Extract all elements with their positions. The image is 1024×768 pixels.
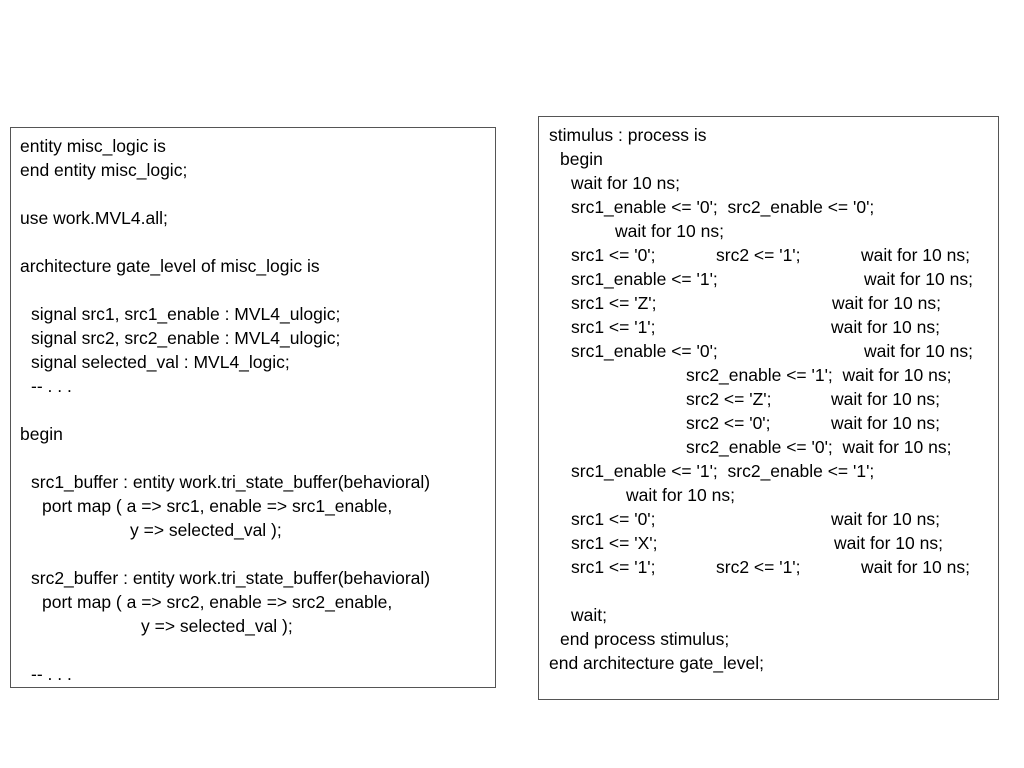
code-line: wait for 10 ns; xyxy=(615,221,724,241)
code-line: src2_buffer : entity work.tri_state_buff… xyxy=(31,568,431,588)
code-line: src1 <= 'Z'; xyxy=(571,293,657,313)
code-line: wait for 10 ns; xyxy=(831,413,940,433)
code-line: port map ( a => src2, enable => src2_ena… xyxy=(42,592,393,612)
code-line: src1 <= 'X'; xyxy=(571,533,658,553)
code-line: use work.MVL4.all; xyxy=(20,208,168,228)
code-line: end process stimulus; xyxy=(560,629,730,649)
code-line: stimulus : process is xyxy=(549,125,707,145)
code-line: src1_enable <= '1'; src2_enable <= '1'; xyxy=(571,461,875,481)
code-line: wait for 10 ns; xyxy=(834,533,943,553)
entity-architecture-code-box: entity misc_logic is end entity misc_log… xyxy=(10,127,496,688)
code-line: y => selected_val ); xyxy=(141,616,293,636)
code-line: src1_enable <= '0'; xyxy=(571,341,718,361)
code-line: signal src1, src1_enable : MVL4_ulogic; xyxy=(31,304,341,324)
code-line: begin xyxy=(20,424,63,444)
code-line: src2 <= '0'; xyxy=(686,413,771,433)
code-line: end entity misc_logic; xyxy=(20,160,188,180)
code-line: -- . . . xyxy=(31,376,72,396)
code-line: src2 <= 'Z'; xyxy=(686,389,772,409)
code-line: src2 <= '1'; xyxy=(716,557,801,577)
code-line: src2_enable <= '0'; wait for 10 ns; xyxy=(686,437,952,457)
code-line: entity misc_logic is xyxy=(20,136,166,156)
code-line: src1 <= '1'; xyxy=(571,317,656,337)
code-line: src1_enable <= '0'; src2_enable <= '0'; xyxy=(571,197,875,217)
code-line: src1 <= '0'; xyxy=(571,509,656,529)
code-line: y => selected_val ); xyxy=(130,520,282,540)
code-line: wait for 10 ns; xyxy=(571,173,680,193)
code-line: src1 <= '1'; xyxy=(571,557,656,577)
code-line: src1_buffer : entity work.tri_state_buff… xyxy=(31,472,431,492)
code-line: wait; xyxy=(571,605,607,625)
code-line: wait for 10 ns; xyxy=(864,341,973,361)
code-line: wait for 10 ns; xyxy=(861,557,970,577)
code-line: wait for 10 ns; xyxy=(831,509,940,529)
code-line: wait for 10 ns; xyxy=(626,485,735,505)
code-line: begin xyxy=(560,149,603,169)
code-line: signal selected_val : MVL4_logic; xyxy=(31,352,290,372)
code-line: src1_enable <= '1'; xyxy=(571,269,718,289)
stimulus-process-code-box: stimulus : process is begin wait for 10 … xyxy=(538,116,999,700)
code-line: wait for 10 ns; xyxy=(832,293,941,313)
code-line: signal src2, src2_enable : MVL4_ulogic; xyxy=(31,328,341,348)
code-line: wait for 10 ns; xyxy=(861,245,970,265)
code-line: src2 <= '1'; xyxy=(716,245,801,265)
code-line: end architecture gate_level; xyxy=(549,653,764,673)
code-line: port map ( a => src1, enable => src1_ena… xyxy=(42,496,393,516)
code-line: -- . . . xyxy=(31,664,72,684)
code-line: wait for 10 ns; xyxy=(831,389,940,409)
code-line: src1 <= '0'; xyxy=(571,245,656,265)
code-line: architecture gate_level of misc_logic is xyxy=(20,256,320,276)
code-line: src2_enable <= '1'; wait for 10 ns; xyxy=(686,365,952,385)
code-line: wait for 10 ns; xyxy=(864,269,973,289)
code-line: wait for 10 ns; xyxy=(831,317,940,337)
